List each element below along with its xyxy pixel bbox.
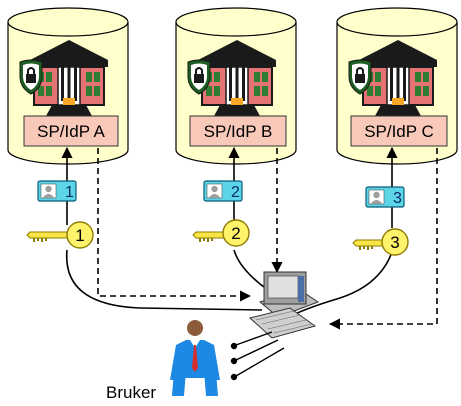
key-number: 3 <box>390 233 399 252</box>
connection-curve-c <box>287 251 393 319</box>
connection-curve-a <box>65 249 263 311</box>
id-card-icon-2: 2 <box>203 180 243 202</box>
id-card-number: 1 <box>65 184 74 201</box>
provider-label: SP/IdP C <box>364 122 434 141</box>
user-icon <box>170 320 220 396</box>
user-label: Bruker <box>106 383 156 402</box>
key-icon-1: 1 <box>26 221 94 249</box>
key-icon-3: 3 <box>352 228 409 256</box>
id-card-icon-3: 3 <box>365 186 405 208</box>
provider-label: SP/IdP B <box>204 122 273 141</box>
provider-label: SP/IdP A <box>37 122 105 141</box>
return-arrow-c <box>328 148 438 330</box>
id-card-number: 2 <box>231 184 240 201</box>
cable-lines <box>230 331 285 381</box>
provider-b[interactable]: SP/IdP B <box>189 115 287 147</box>
key-number: 1 <box>75 226 84 245</box>
return-arrow-a <box>97 148 252 302</box>
key-icon-2: 2 <box>192 219 250 247</box>
provider-label-box <box>23 115 119 147</box>
provider-c[interactable]: SP/IdP C <box>350 115 448 147</box>
provider-label-box <box>189 115 287 147</box>
provider-label-box <box>350 115 448 147</box>
id-card-number: 3 <box>393 190 402 207</box>
provider-a[interactable]: SP/IdP A <box>23 115 119 147</box>
key-number: 2 <box>231 224 240 243</box>
computer-icon <box>249 271 319 339</box>
id-card-icon-1: 1 <box>37 180 77 202</box>
